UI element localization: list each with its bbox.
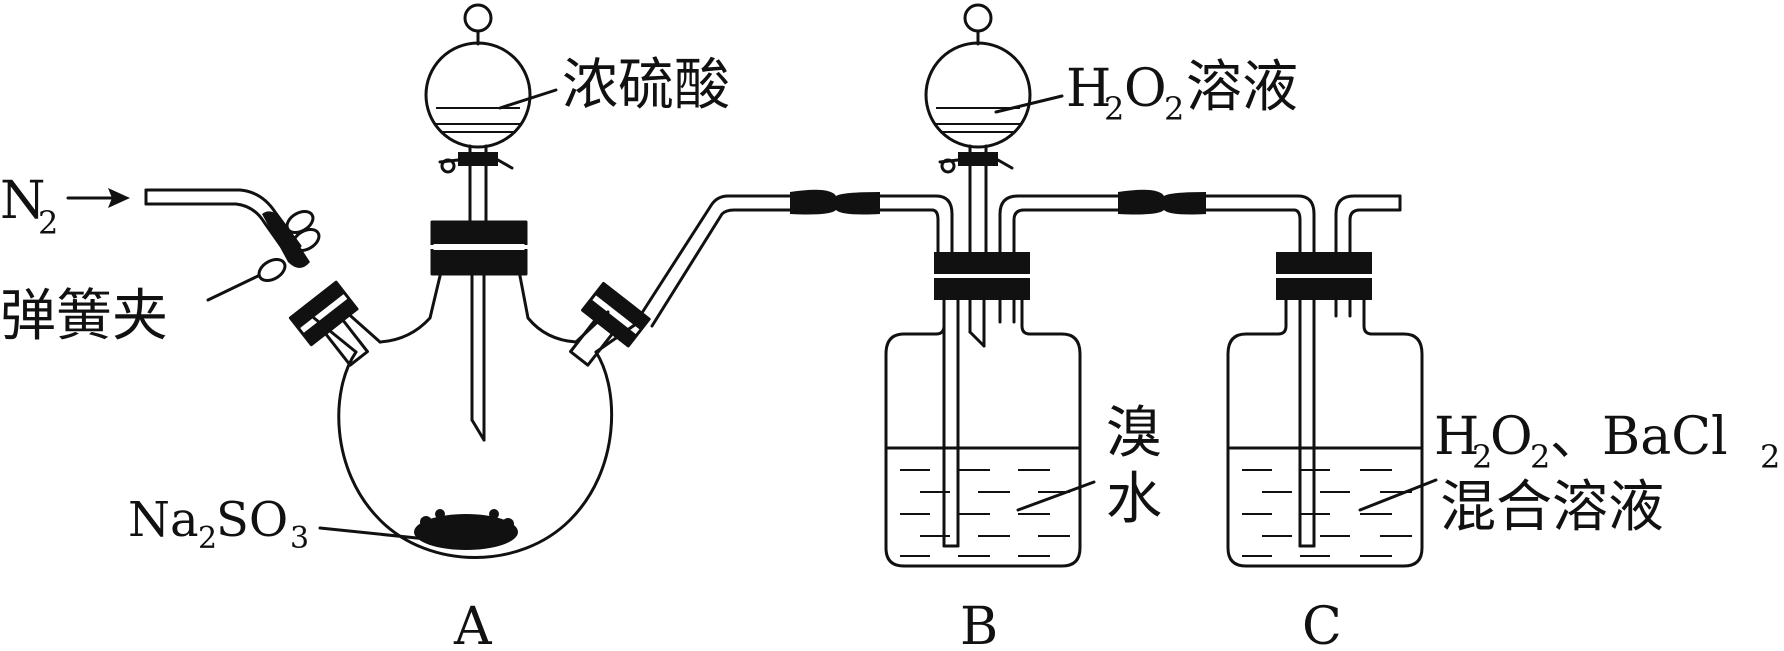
label-b: B: [960, 597, 998, 651]
svg-text:N: N: [0, 171, 46, 231]
label-a: A: [453, 597, 493, 651]
svg-text:水: 水: [1106, 467, 1162, 532]
svg-text:溶液: 溶液: [1186, 55, 1298, 120]
acid-label: 浓硫酸: [498, 53, 730, 118]
outlet-tube-c: [1334, 194, 1402, 264]
inlet-tube: [144, 188, 310, 268]
spring-clamp-icon: [257, 210, 321, 282]
n2-label: N 2: [0, 171, 58, 242]
bottle-b: [884, 252, 1082, 568]
clamp-label: 弹簧夹: [0, 274, 260, 349]
svg-text:浓硫酸: 浓硫酸: [562, 53, 730, 118]
left-stopper: [288, 280, 369, 367]
dropping-funnel-b: [924, 3, 1032, 254]
svg-text:2: 2: [1104, 90, 1124, 128]
svg-text:3: 3: [290, 521, 309, 556]
svg-text:2: 2: [1164, 90, 1184, 128]
label-c: C: [1302, 597, 1342, 651]
h2o2-bacl2-dashes: [1242, 469, 1412, 557]
bromine-water-dashes: [900, 469, 1070, 557]
svg-text:O: O: [1490, 407, 1533, 467]
svg-text:2: 2: [1530, 438, 1550, 476]
svg-text:、BaCl: 、BaCl: [1550, 407, 1728, 467]
sodium-sulfite-solid: [414, 509, 518, 550]
center-stopper: [430, 220, 528, 276]
svg-text:溴: 溴: [1106, 401, 1162, 466]
svg-text:SO: SO: [216, 492, 288, 548]
tube-b-to-c: [998, 189, 1316, 264]
svg-text:2: 2: [1472, 438, 1492, 476]
svg-text:H: H: [1434, 407, 1479, 467]
svg-text:弹簧夹: 弹簧夹: [0, 284, 168, 349]
svg-text:2: 2: [198, 521, 217, 556]
svg-text:Na: Na: [128, 492, 199, 548]
svg-text:混合溶液: 混合溶液: [1440, 475, 1664, 540]
svg-text:O: O: [1124, 59, 1167, 119]
bromine-water-label: 溴 水: [1016, 401, 1162, 532]
h2o2-bacl2-label: H 2 O 2 、BaCl 2 混合溶液: [1358, 407, 1780, 540]
svg-text:2: 2: [1760, 438, 1780, 476]
svg-text:2: 2: [38, 204, 58, 242]
tube-a-to-b: [638, 189, 954, 328]
n2-arrow: [66, 188, 130, 208]
h2o2-label: H 2 O 2 溶液: [994, 55, 1298, 128]
dropping-funnel-a: [424, 3, 532, 442]
bottle-c: [1226, 252, 1424, 568]
svg-text:H: H: [1066, 59, 1111, 119]
na2so3-label: Na 2 SO 3: [128, 492, 438, 556]
right-stopper: [569, 281, 651, 367]
